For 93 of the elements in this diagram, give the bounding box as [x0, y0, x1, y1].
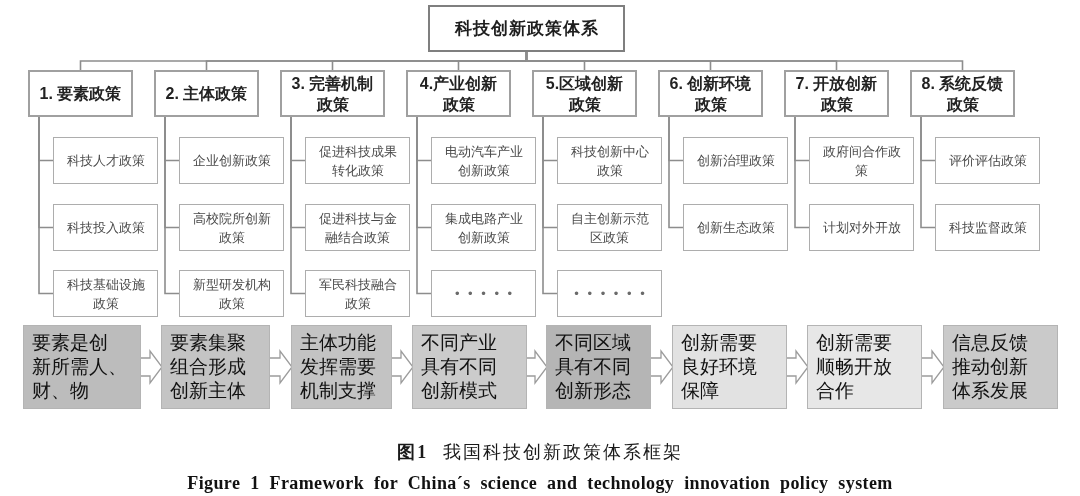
summary-text: 创新需要顺畅开放合作	[816, 331, 893, 403]
connector-line	[668, 116, 684, 229]
connector-line	[794, 116, 810, 229]
policy-label: 促进科技成果转化政策	[317, 142, 398, 180]
category-box	[154, 70, 259, 117]
policy-label: 政府间合作政策	[821, 142, 902, 180]
policy-label: 创新生态政策	[696, 219, 775, 237]
category-box	[658, 70, 763, 117]
policy-label: 计划对外开放	[822, 219, 901, 237]
policy-item-box	[179, 204, 284, 251]
policy-item-box	[557, 270, 662, 317]
policy-label: 评价评估政策	[948, 152, 1027, 170]
category-label: 7. 开放创新政策	[794, 73, 879, 115]
summary-box	[292, 326, 391, 408]
policy-item-box	[53, 270, 158, 317]
root-label: 科技创新政策体系	[454, 17, 599, 40]
block-arrow	[649, 349, 674, 385]
category-label: 4.产业创新政策	[418, 73, 499, 115]
policy-item-box	[683, 137, 788, 184]
block-arrow	[785, 349, 809, 385]
policy-item-box	[809, 204, 914, 251]
policy-label: 科技创新中心政策	[569, 142, 650, 180]
category-label: 1. 要素政策	[39, 84, 122, 104]
category-label: 5.区域创新政策	[544, 73, 625, 115]
block-arrow	[525, 349, 548, 385]
ellipsis-dots: • • • • •	[454, 285, 513, 303]
category-box	[280, 70, 385, 117]
block-arrow	[268, 349, 293, 385]
policy-item-box	[557, 137, 662, 184]
policy-item-box	[431, 204, 536, 251]
policy-item-box	[179, 270, 284, 317]
figure-caption-english: Figure 1 Framework for China´s science and technology innovation policy system	[187, 472, 893, 494]
block-arrow	[390, 349, 414, 385]
policy-label: 军民科技融合政策	[317, 275, 398, 313]
policy-item-box	[431, 137, 536, 184]
summary-text: 信息反馈推动创新体系发展	[952, 331, 1029, 403]
policy-item-box	[683, 204, 788, 251]
summary-text: 要素是创新所需人、财、物	[32, 331, 128, 403]
summary-text: 创新需要良好环境保障	[681, 331, 758, 403]
policy-label: 科技基础设施政策	[65, 275, 146, 313]
summary-box	[673, 326, 786, 408]
policy-label: 创新治理政策	[696, 152, 775, 170]
policy-item-box	[305, 270, 410, 317]
policy-label: 电动汽车产业创新政策	[443, 142, 524, 180]
summary-box	[413, 326, 526, 408]
connector-line	[920, 116, 936, 229]
category-box	[784, 70, 889, 117]
policy-item-box	[431, 270, 536, 317]
block-arrow	[920, 349, 945, 385]
policy-label: 自主创新示范区政策	[569, 209, 650, 247]
category-label: 8. 系统反馈政策	[920, 73, 1005, 115]
figure-caption: 图1 我国科技创新政策体系框架	[397, 441, 683, 464]
connector-line	[38, 116, 54, 295]
summary-box	[808, 326, 921, 408]
summary-box	[944, 326, 1057, 408]
policy-label: 集成电路产业创新政策	[443, 209, 524, 247]
policy-item-box	[179, 137, 284, 184]
policy-item-box	[809, 137, 914, 184]
policy-label: 科技投入政策	[66, 219, 145, 237]
connector-line	[542, 116, 558, 295]
summary-box	[547, 326, 650, 408]
root-policy-box	[428, 5, 625, 52]
ellipsis-dots: • • • • • •	[574, 285, 645, 303]
connector-line	[164, 116, 180, 295]
policy-item-box	[935, 204, 1040, 251]
summary-box	[24, 326, 140, 408]
category-box	[910, 70, 1015, 117]
category-box	[28, 70, 133, 117]
summary-text: 不同区域具有不同创新形态	[555, 331, 632, 403]
category-box	[406, 70, 511, 117]
policy-item-box	[53, 137, 158, 184]
summary-text: 要素集聚组合形成创新主体	[170, 331, 247, 403]
summary-box	[162, 326, 269, 408]
connector-line	[416, 116, 432, 295]
policy-item-box	[305, 137, 410, 184]
policy-label: 新型研发机构政策	[191, 275, 272, 313]
policy-label: 高校院所创新政策	[191, 209, 272, 247]
policy-label: 促进科技与金融结合政策	[317, 209, 398, 247]
summary-text: 主体功能发挥需要机制支撑	[300, 331, 377, 403]
category-label: 6. 创新环境政策	[668, 73, 753, 115]
policy-item-box	[53, 204, 158, 251]
policy-label: 科技监督政策	[948, 219, 1027, 237]
connector-line	[290, 116, 306, 295]
category-box	[532, 70, 637, 117]
policy-label: 科技人才政策	[66, 152, 145, 170]
summary-text: 不同产业具有不同创新模式	[421, 331, 498, 403]
block-arrow	[139, 349, 163, 385]
category-label: 3. 完善机制政策	[290, 73, 375, 115]
policy-label: 企业创新政策	[192, 152, 271, 170]
policy-item-box	[557, 204, 662, 251]
category-label: 2. 主体政策	[165, 84, 248, 104]
policy-item-box	[935, 137, 1040, 184]
policy-item-box	[305, 204, 410, 251]
